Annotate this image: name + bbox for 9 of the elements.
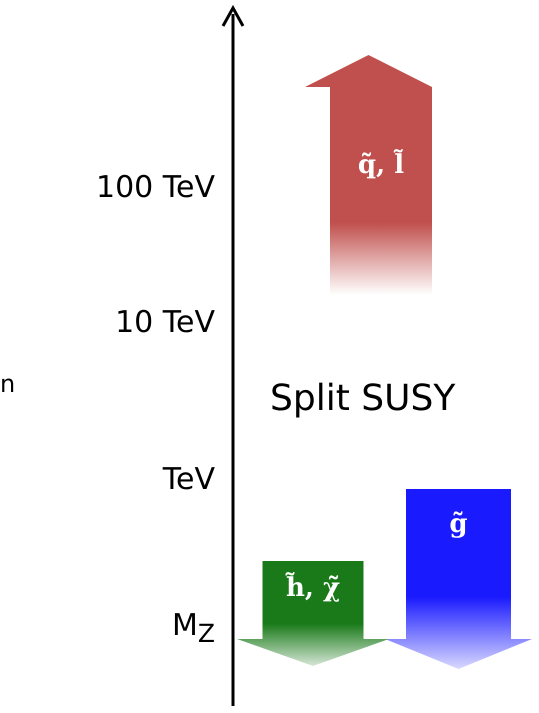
region-label: Split SUSY xyxy=(270,378,456,419)
scale-label: 10 TeV xyxy=(114,305,215,340)
arrow-label: q̃, l̃ xyxy=(356,150,406,180)
arrow-label: h̃, χ̃ xyxy=(284,573,342,603)
arrow-label: g̃ xyxy=(448,509,469,539)
stray-letter: n xyxy=(0,370,16,398)
scale-label: 100 TeV xyxy=(94,170,215,205)
scale-label: M$_{Z}$ xyxy=(170,608,215,648)
scale-label: TeV xyxy=(162,462,215,497)
